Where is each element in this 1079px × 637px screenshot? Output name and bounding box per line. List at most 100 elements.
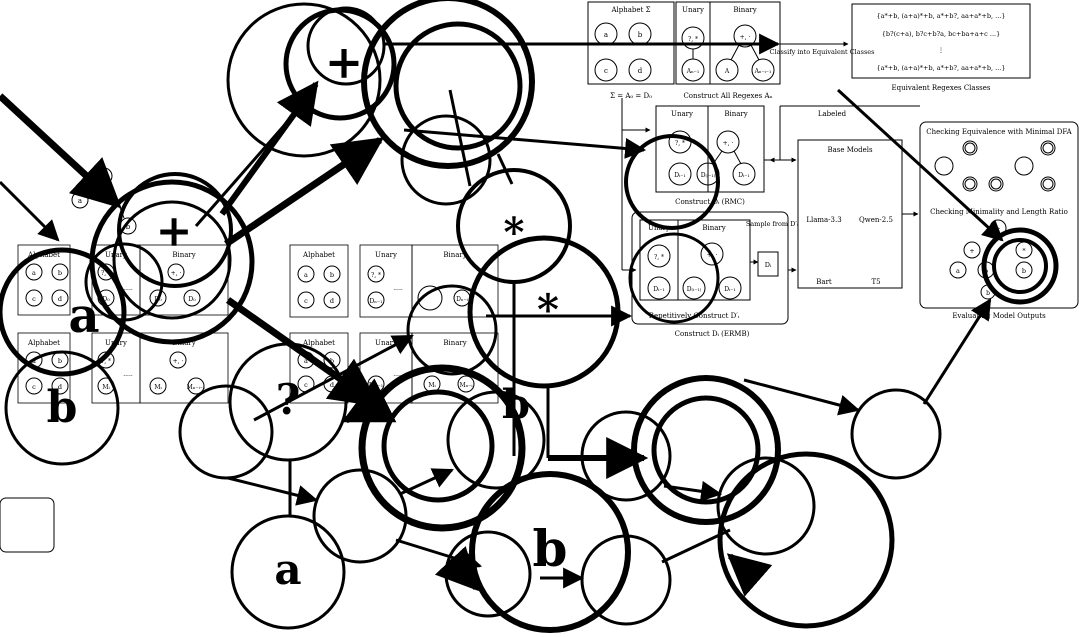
svg-text:d: d bbox=[330, 381, 334, 389]
rmc-binary-right: Dᵢ₋₁ bbox=[738, 172, 750, 179]
alphabet-symbol: b bbox=[638, 31, 643, 39]
alphabet-title: Alphabet Σ bbox=[610, 6, 650, 14]
overlay-b-label: b bbox=[47, 382, 78, 433]
overlay-plus-label: + bbox=[156, 206, 193, 257]
svg-text:b: b bbox=[126, 223, 131, 231]
svg-text:D₀: D₀ bbox=[102, 296, 110, 303]
overlay-a-label: a bbox=[274, 545, 301, 594]
overlay-a-label: a bbox=[68, 288, 99, 344]
eval-caption: Evaluating Model Outputs bbox=[952, 312, 1046, 320]
svg-text:Unary: Unary bbox=[375, 251, 397, 259]
construct-caption: Construct All Regexes Aₙ bbox=[683, 92, 772, 100]
alphabet-caption: Σ = A₀ = D₀ bbox=[610, 92, 652, 100]
ermb-unary-node: Dᵢ₋₁ bbox=[653, 286, 665, 293]
ermb-binary-right: Dᵢ₋₁ bbox=[724, 286, 736, 293]
unary-node: Aₙ₋₁ bbox=[686, 68, 700, 75]
alphabet-symbol: a bbox=[604, 31, 608, 39]
svg-text:Mᵢ: Mᵢ bbox=[102, 384, 110, 391]
svg-text:d: d bbox=[330, 297, 334, 305]
rmc-unary-symbols: ?, * bbox=[675, 140, 685, 147]
model-item: Bart bbox=[816, 278, 832, 286]
eval-title: Checking Equivalence with Minimal DFA bbox=[926, 128, 1072, 136]
svg-text:c: c bbox=[304, 381, 308, 389]
eval-tree-leaf: b bbox=[986, 290, 990, 297]
eq-class-line: {a*+b, (a+a)*+b, a*+b?, aa+a*+b, ...} bbox=[876, 64, 1005, 72]
svg-text:+, ·: +, · bbox=[171, 270, 182, 277]
ermb-sample-label: Sample from D′ᵢ bbox=[746, 220, 799, 228]
svg-text:Mₙ₋ᵢ₋₁: Mₙ₋ᵢ₋₁ bbox=[187, 384, 206, 391]
svg-text:?, *: ?, * bbox=[371, 272, 381, 279]
ermb-caption: Construct Dᵢ (ERMB) bbox=[675, 330, 750, 338]
eq-caption: Equivalent Regexes Classes bbox=[891, 84, 990, 92]
empty-rounded-square bbox=[0, 497, 55, 553]
svg-text:Unary: Unary bbox=[105, 251, 127, 259]
rmc-binary-left: D₍ᵢ₋₁₎ bbox=[701, 172, 716, 179]
svg-text:Binary: Binary bbox=[443, 339, 466, 347]
svg-text:Unary: Unary bbox=[375, 339, 397, 347]
labeled-label: Labeled bbox=[818, 110, 847, 118]
svg-text:a: a bbox=[32, 269, 36, 277]
unary-label: Unary bbox=[682, 6, 704, 14]
svg-text:c: c bbox=[304, 297, 308, 305]
svg-text:.....: ..... bbox=[393, 371, 403, 378]
models-title: Base Models bbox=[827, 146, 873, 154]
labeled-arrow bbox=[769, 106, 781, 163]
overlay-plus-label: + bbox=[325, 35, 364, 89]
binary-label: Binary bbox=[733, 6, 756, 14]
overlay-b-label: b bbox=[502, 381, 530, 428]
eq-class-line: {b?(c+a), b?c+b?a, bc+ba+a+c ...} bbox=[882, 30, 1000, 38]
svg-text:+: + bbox=[101, 173, 107, 181]
alphabet-symbol: c bbox=[604, 67, 608, 75]
svg-text:b: b bbox=[330, 271, 334, 279]
svg-text:Alphabet: Alphabet bbox=[302, 339, 335, 347]
overlay-star-label: * bbox=[537, 285, 559, 334]
eval-subtitle: Checking Minimality and Length Ratio bbox=[930, 208, 1068, 216]
svg-text:Dₙ₋ᵢ: Dₙ₋ᵢ bbox=[456, 296, 469, 303]
ermb-unary-symbols: ?, * bbox=[654, 254, 664, 261]
svg-text:d: d bbox=[58, 383, 62, 391]
eval-tree-leaf: b bbox=[1022, 267, 1026, 275]
svg-text:Mₙ₋ᵢ: Mₙ₋ᵢ bbox=[459, 382, 473, 389]
equivalence-classes-box: {a*+b, (a+a)*+b, a*+b?, aa+a*+b, ...} {b… bbox=[851, 3, 1031, 79]
binary-left: A bbox=[724, 68, 730, 75]
svg-text:Mᵢ: Mᵢ bbox=[154, 384, 162, 391]
svg-text:Mᵢ: Mᵢ bbox=[428, 382, 436, 389]
svg-text:b: b bbox=[58, 357, 62, 365]
svg-text:.....: ..... bbox=[393, 285, 403, 292]
svg-text:Mₙ₋₁: Mₙ₋₁ bbox=[369, 382, 383, 389]
rmc-unary-node: Dᵢ₋₁ bbox=[674, 172, 686, 179]
svg-text:Binary: Binary bbox=[443, 251, 466, 259]
binary-right: Aₙ₋ᵢ₋₁ bbox=[754, 68, 772, 75]
svg-text:c: c bbox=[32, 295, 36, 303]
eval-tree-leaf: a bbox=[956, 267, 960, 275]
svg-text:b: b bbox=[58, 269, 62, 277]
overlay-b-label: b bbox=[533, 519, 568, 578]
rmc-box: Unary Binary ?, * Dᵢ₋₁ +, · D₍ᵢ₋₁₎ Dᵢ₋₁ bbox=[655, 105, 765, 193]
binary-symbols: +, · bbox=[740, 34, 751, 41]
rmc-unary-label: Unary bbox=[671, 110, 693, 118]
svg-text:+, ·: +, · bbox=[173, 358, 184, 365]
eq-class-line: {a*+b, (a+a)*+b, a*+b?, aa+a*+b, ...} bbox=[876, 12, 1005, 20]
svg-text:Dₙ₋₁: Dₙ₋₁ bbox=[370, 298, 383, 305]
alphabet-symbol: d bbox=[638, 67, 643, 75]
big-overlay bbox=[0, 0, 1059, 633]
unary-symbols: ?, * bbox=[688, 36, 698, 43]
rmc-binary-symbols: +, · bbox=[723, 140, 734, 147]
model-item: Qwen-2.5 bbox=[859, 216, 893, 224]
classify-label: Classify into Equivalent Classes bbox=[770, 48, 875, 56]
eval-tree-op: + bbox=[969, 247, 974, 255]
base-models-box: Base Models Llama-3.3 Qwen-2.5 Bart T5 bbox=[797, 139, 903, 289]
svg-text:a: a bbox=[78, 197, 82, 205]
ermb-binary-label: Binary bbox=[702, 224, 725, 232]
svg-text:.....: ..... bbox=[123, 371, 133, 378]
ermb-binary-left: D₍ᵢ₋₁₎ bbox=[687, 286, 702, 293]
eval-tree-op: * bbox=[1022, 247, 1026, 255]
svg-text:a: a bbox=[304, 357, 308, 365]
svg-text:Alphabet: Alphabet bbox=[302, 251, 335, 259]
rmc-binary-label: Binary bbox=[724, 110, 747, 118]
ermb-d-node: Dᵢ bbox=[765, 261, 772, 269]
model-item: Llama-3.3 bbox=[806, 216, 841, 224]
svg-text:Alphabet: Alphabet bbox=[27, 339, 60, 347]
svg-text:?, *: ?, * bbox=[101, 358, 111, 365]
